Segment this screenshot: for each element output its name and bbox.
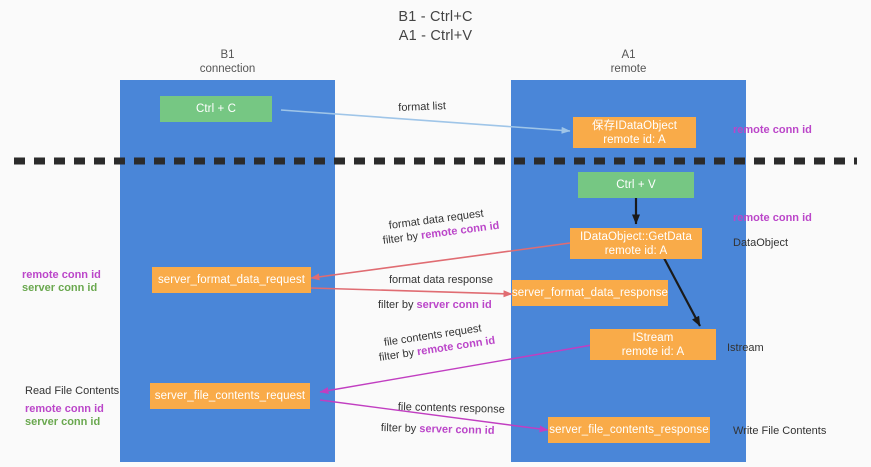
edge-label-file-contents-response-filter: filter by server conn id — [381, 421, 495, 438]
node-istream[interactable]: IStream remote id: A — [590, 329, 716, 360]
edge-label-format-list: format list — [398, 100, 447, 114]
node-save-idataobject[interactable]: 保存IDataObject remote id: A — [573, 117, 696, 148]
note-left-remote-conn-id-mid: remote conn id — [22, 269, 101, 281]
node-server-format-data-request[interactable]: server_format_data_request — [152, 267, 311, 293]
filter-key-server-conn-id: server conn id — [416, 299, 492, 311]
node-istream-line1: IStream — [632, 331, 674, 344]
edge-label-format-data-response: format data response — [389, 274, 493, 286]
node-server-file-contents-request[interactable]: server_file_contents_request — [150, 383, 310, 409]
lane-header-a1-role: remote — [610, 63, 647, 75]
title-line-2: A1 - Ctrl+V — [398, 28, 473, 44]
node-server-format-data-request-label: server_format_data_request — [157, 274, 306, 286]
note-left-server-conn-id-mid: server conn id — [22, 282, 98, 294]
node-istream-line2: remote id: A — [621, 345, 685, 358]
lane-header-b1: B1 connection — [120, 48, 335, 76]
edge-label-format-data-response-filter: filter by server conn id — [378, 298, 492, 312]
lane-header-b1-role: connection — [199, 63, 256, 75]
lane-header-b1-name: B1 — [220, 49, 235, 61]
title-line-1: B1 - Ctrl+C — [398, 9, 473, 25]
arrow-format-data-response — [310, 287, 513, 298]
edge-label-file-contents-response: file contents response — [397, 400, 505, 416]
node-ctrl-v-label: Ctrl + V — [616, 179, 656, 191]
node-server-format-data-response-label: server_format_data_response — [511, 287, 669, 299]
note-right-remote-conn-id-top: remote conn id — [733, 124, 812, 136]
node-server-file-contents-response-label: server_file_contents_response — [549, 424, 709, 436]
node-idataobject-getdata[interactable]: IDataObject::GetData remote id: A — [570, 228, 702, 259]
node-server-format-data-response[interactable]: server_format_data_response — [512, 280, 668, 306]
filter-prefix: filter by — [380, 421, 420, 436]
note-right-istream: Istream — [727, 342, 764, 354]
note-right-remote-conn-id-mid: remote conn id — [733, 212, 812, 224]
node-getdata-line1: IDataObject::GetData — [580, 230, 692, 243]
note-left-read-file-contents: Read File Contents — [25, 385, 120, 397]
node-ctrl-c-label: Ctrl + C — [195, 103, 237, 115]
note-left-remote-conn-id-bottom: remote conn id — [25, 403, 104, 415]
note-right-write-file-contents: Write File Contents — [733, 425, 827, 437]
node-ctrl-c[interactable]: Ctrl + C — [160, 96, 272, 122]
node-save-idataobject-line1: 保存IDataObject — [591, 119, 678, 132]
note-right-dataobject: DataObject — [733, 237, 789, 249]
lane-header-a1: A1 remote — [511, 48, 746, 76]
node-getdata-line2: remote id: A — [604, 244, 668, 257]
note-left-server-conn-id-bottom: server conn id — [25, 416, 101, 428]
node-server-file-contents-request-label: server_file_contents_request — [154, 390, 306, 402]
node-save-idataobject-line2: remote id: A — [603, 133, 666, 146]
node-ctrl-v[interactable]: Ctrl + V — [578, 172, 694, 198]
filter-prefix: filter by — [382, 229, 422, 247]
filter-key-server-conn-id: server conn id — [419, 423, 495, 437]
node-server-file-contents-response[interactable]: server_file_contents_response — [548, 417, 710, 443]
diagram-title: B1 - Ctrl+C A1 - Ctrl+V — [0, 8, 871, 46]
filter-prefix: filter by — [378, 299, 417, 311]
lane-header-a1-name: A1 — [621, 49, 636, 61]
